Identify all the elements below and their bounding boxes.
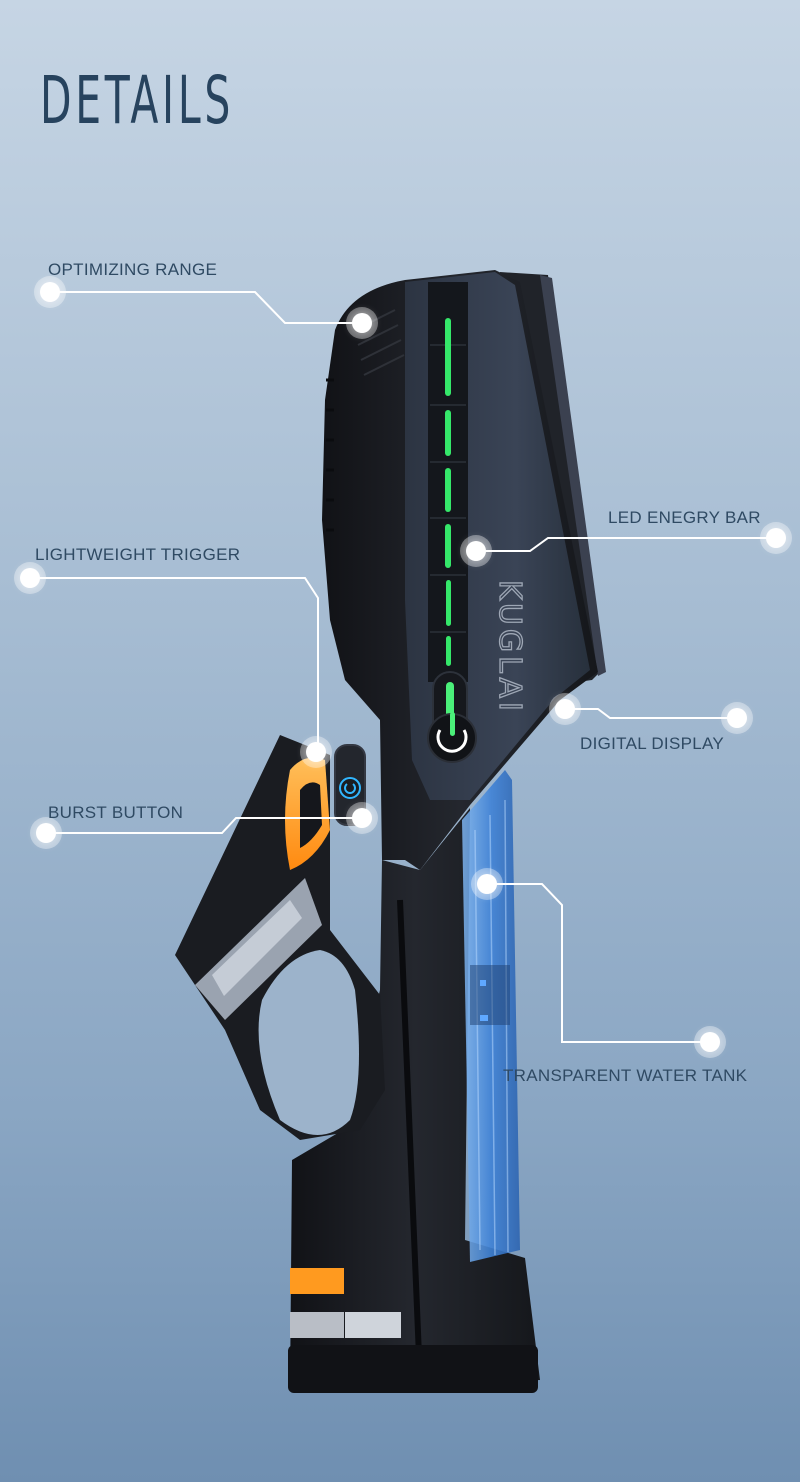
water-tank xyxy=(462,770,520,1262)
range-marker xyxy=(40,282,60,302)
base-stripes xyxy=(288,1268,538,1393)
display-marker xyxy=(727,708,747,728)
power-button xyxy=(427,671,477,763)
led-energy-bar xyxy=(428,282,468,682)
label-lightweight-trigger: LIGHTWEIGHT TRIGGER xyxy=(35,545,241,564)
burst-button-shape xyxy=(334,744,366,826)
grip xyxy=(175,735,385,1140)
brand-logo: KUGLAI xyxy=(492,580,527,715)
label-transparent-water-tank: TRANSPARENT WATER TANK xyxy=(503,1066,748,1085)
display-target-marker xyxy=(555,699,575,719)
trigger-target-marker xyxy=(306,742,326,762)
label-optimizing-range: OPTIMIZING RANGE xyxy=(48,260,218,279)
burst-target-marker xyxy=(352,808,372,828)
label-burst-button: BURST BUTTON xyxy=(48,803,184,822)
tank-target-marker xyxy=(477,874,497,894)
trigger-marker xyxy=(20,568,40,588)
trigger xyxy=(285,757,330,870)
tank-marker xyxy=(700,1032,720,1052)
label-digital-display: DIGITAL DISPLAY xyxy=(580,734,725,753)
burst-marker xyxy=(36,823,56,843)
label-led-energy-bar: LED ENEGRY BAR xyxy=(608,508,761,527)
page-title: DETAILS xyxy=(40,62,235,139)
energy-bar-target-marker xyxy=(466,541,486,561)
energy-bar-marker xyxy=(766,528,786,548)
range-target-marker xyxy=(352,313,372,333)
